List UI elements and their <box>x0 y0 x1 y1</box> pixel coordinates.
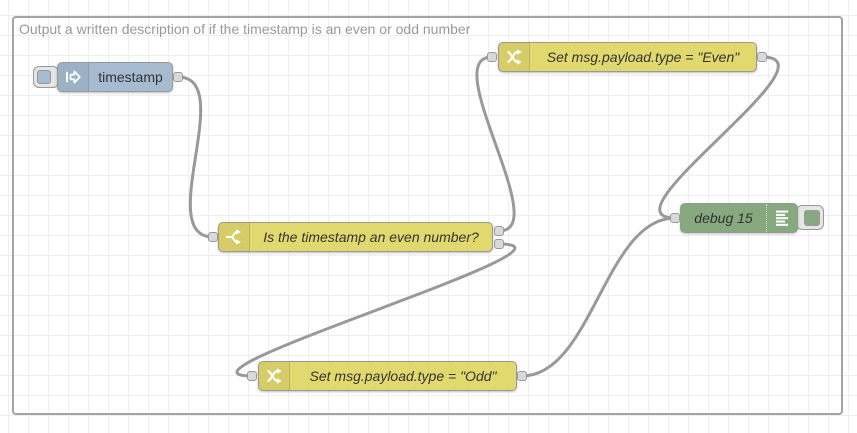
node-change-even[interactable]: Set msg.payload.type = "Even" <box>498 42 757 72</box>
debug-output-icon <box>766 204 797 232</box>
node-inject-timestamp[interactable]: timestamp <box>57 62 173 92</box>
inject-trigger-button[interactable] <box>33 66 59 88</box>
port-debug-input[interactable] <box>670 213 680 223</box>
port-switch-output-1[interactable] <box>494 226 504 236</box>
port-change-even-output[interactable] <box>757 52 767 62</box>
inject-arrow-icon <box>58 63 89 91</box>
debug-button-inner <box>804 209 820 226</box>
port-change-odd-output[interactable] <box>517 371 527 381</box>
wire-change-even-to-debug[interactable] <box>658 55 780 220</box>
port-change-even-input[interactable] <box>487 52 497 62</box>
switch-fork-icon <box>219 223 250 251</box>
change-shuffle-icon <box>259 362 290 390</box>
node-debug-15[interactable]: debug 15 <box>680 203 798 233</box>
port-switch-output-2[interactable] <box>494 239 504 249</box>
node-label: Set msg.payload.type = "Even" <box>546 49 740 65</box>
node-label: timestamp <box>98 69 163 85</box>
wire-inject-to-switch[interactable] <box>176 75 215 239</box>
debug-toggle-button[interactable] <box>796 205 824 230</box>
port-change-odd-input[interactable] <box>247 371 257 381</box>
node-label: Is the timestamp an even number? <box>263 229 479 245</box>
wire-switch-out1-to-change-even[interactable] <box>475 55 516 233</box>
change-shuffle-icon <box>499 43 530 71</box>
node-label: debug 15 <box>694 210 753 226</box>
node-label: Set msg.payload.type = "Odd" <box>309 368 497 384</box>
node-switch-even-check[interactable]: Is the timestamp an even number? <box>218 222 493 252</box>
port-inject-output[interactable] <box>173 72 183 82</box>
group-label: Output a written description of if the t… <box>19 21 471 37</box>
node-change-odd[interactable]: Set msg.payload.type = "Odd" <box>258 361 517 391</box>
flow-group[interactable]: Output a written description of if the t… <box>12 16 843 415</box>
port-switch-input[interactable] <box>208 232 218 242</box>
wire-change-odd-to-debug[interactable] <box>520 216 677 378</box>
inject-button-inner <box>37 70 51 84</box>
wire-switch-out2-to-change-odd[interactable] <box>235 242 517 378</box>
